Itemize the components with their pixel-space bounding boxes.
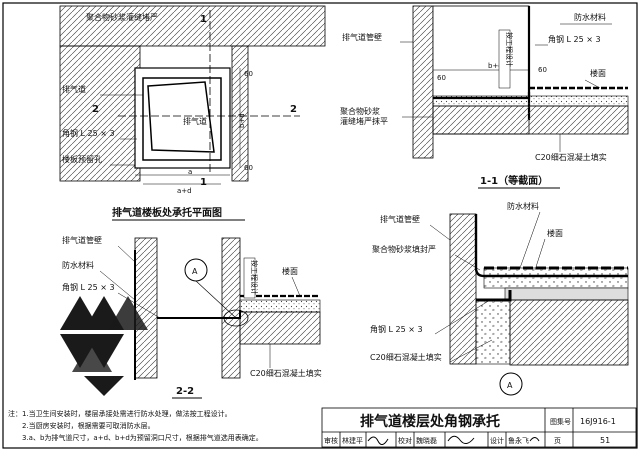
s11-label-floor: 楼面 xyxy=(590,68,606,78)
s11-slab xyxy=(432,105,629,135)
s11-label-waterproof: 防水材料 xyxy=(574,12,606,22)
review-label: 审核 xyxy=(324,436,338,445)
detail-a: 防水材料 排气道管壁 聚合物砂浆填封严 楼面 角钢 L 25 × 3 C20细石… xyxy=(370,201,629,396)
label-flue-inner: 排气道 xyxy=(183,116,207,126)
da-wall xyxy=(449,213,477,365)
s22-floor-finish xyxy=(239,299,321,313)
s11-title: 1-1（等截面） xyxy=(480,174,548,187)
label-flue-left: 排气道 xyxy=(62,84,86,94)
da-label-fill: C20细石混凝土填实 xyxy=(370,352,442,362)
s11-label-angle: 角钢 L 25 × 3 xyxy=(548,34,601,44)
s22-slab xyxy=(239,311,321,345)
reviewer-name: 林建平 xyxy=(342,436,363,445)
page-number: 51 xyxy=(600,436,610,445)
s22-dim-vert: 按工程设计 xyxy=(250,260,259,295)
s11-dim-60b: 60 xyxy=(538,66,547,74)
s11-dim-60a: 60 xyxy=(437,74,446,82)
label-angle: 角钢 L 25 × 3 xyxy=(62,128,115,138)
da-label-wall: 排气道管壁 xyxy=(380,214,420,224)
watermark-logo xyxy=(60,296,148,396)
s22-right-wall xyxy=(221,237,241,379)
title-block xyxy=(321,407,637,448)
design-label: 设计 xyxy=(490,436,504,445)
s22-label-waterproof: 防水材料 xyxy=(62,260,94,270)
dim-a-plus-d: a+d xyxy=(177,187,192,195)
da-slab xyxy=(509,299,629,366)
da-marker-circle xyxy=(499,372,523,396)
label-grout-joint: 聚合物砂浆灌缝堵严 xyxy=(86,12,158,22)
da-marker: A xyxy=(507,381,513,390)
da-label-angle: 角钢 L 25 × 3 xyxy=(370,324,423,334)
signature-designer xyxy=(529,437,540,442)
plan-top-slab xyxy=(59,5,326,47)
plan-title: 排气道楼板处承托平面图 xyxy=(112,206,222,219)
label-hole: 楼板预留孔 xyxy=(62,154,102,164)
title-main: 排气道楼层处角钢承托 xyxy=(360,413,500,430)
s22-angle-steel xyxy=(157,310,241,319)
da-label-seal: 聚合物砂浆填封严 xyxy=(372,244,436,254)
cut-2-left-label: 2 xyxy=(92,104,99,115)
s11-dim-vert: 按工程设计 xyxy=(505,32,514,67)
da-label-floor: 楼面 xyxy=(547,228,563,238)
dim-a: a xyxy=(188,168,192,176)
designer-name: 鲁永飞 xyxy=(508,436,529,445)
plan-view: 1 1 2 2 聚合物砂浆灌缝堵严 排气道 排气道 角钢 L 25 × 3 楼板… xyxy=(59,5,326,221)
note-2: 2.当厨房安装时，根据需要可取消防水层。 xyxy=(22,421,155,430)
section-2-2: A 按工程设计 排气道管壁 防水材料 角钢 L 25 × 3 楼面 C20细石混… xyxy=(60,235,322,399)
s22-label-wall: 排气道管壁 xyxy=(62,235,102,245)
page-label: 页 xyxy=(554,437,561,445)
s22-left-wall xyxy=(134,237,158,379)
s11-label-grout2: 灌缝堵严抹平 xyxy=(340,116,388,126)
da-floor-finish xyxy=(483,267,629,289)
s11-wall xyxy=(412,5,434,159)
s22-title: 2-2 xyxy=(176,386,194,397)
s11-dim-bd: b+d xyxy=(488,62,503,70)
s11-label-grout: 聚合物砂浆 xyxy=(340,106,380,116)
cut-2-right-label: 2 xyxy=(290,104,297,115)
dim-60-top: 60 xyxy=(244,70,253,78)
da-fill xyxy=(475,299,511,365)
cut-1-bottom-label: 1 xyxy=(200,177,207,188)
note-1: 注：1.当卫生间安装时，楼层承接处需进行防水处理，做法按工程设计。 xyxy=(8,409,232,418)
s11-label-wall: 排气道管壁 xyxy=(342,32,382,42)
s22-label-floor: 楼面 xyxy=(282,266,298,276)
s22-callout: A xyxy=(192,267,198,276)
atlas-label: 图集号 xyxy=(550,417,571,426)
signature-reviewer xyxy=(367,436,389,445)
note-3: 3.a、b为排气道尺寸，a+d、b+d为预留洞口尺寸，根据排气道选用表确定。 xyxy=(22,433,263,442)
notes: 注：1.当卫生间安装时，楼层承接处需进行防水处理，做法按工程设计。 2.当厨房安… xyxy=(8,409,263,442)
atlas-number: 16J916-1 xyxy=(580,417,616,426)
plan-flue-liner xyxy=(147,81,215,153)
checker-name: 魏晓磊 xyxy=(416,436,437,445)
s22-label-angle: 角钢 L 25 × 3 xyxy=(62,282,115,292)
dim-b-plus-d: b+d xyxy=(238,113,246,128)
signature-checker xyxy=(447,435,475,444)
da-label-waterproof: 防水材料 xyxy=(507,201,539,211)
dim-60-bottom: 60 xyxy=(244,164,253,172)
section-1-1: 排气道管壁 聚合物砂浆 灌缝堵严抹平 防水材料 角钢 L 25 × 3 楼面 C… xyxy=(340,5,629,189)
s11-angle-steel xyxy=(433,92,531,100)
s22-label-fill: C20细石混凝土填实 xyxy=(250,368,322,378)
s11-label-fill: C20细石混凝土填实 xyxy=(535,152,607,162)
plan-flue xyxy=(142,77,222,161)
check-label: 校对 xyxy=(398,436,412,445)
cut-1-top-label: 1 xyxy=(200,14,207,25)
plan-left-wall xyxy=(59,45,141,182)
